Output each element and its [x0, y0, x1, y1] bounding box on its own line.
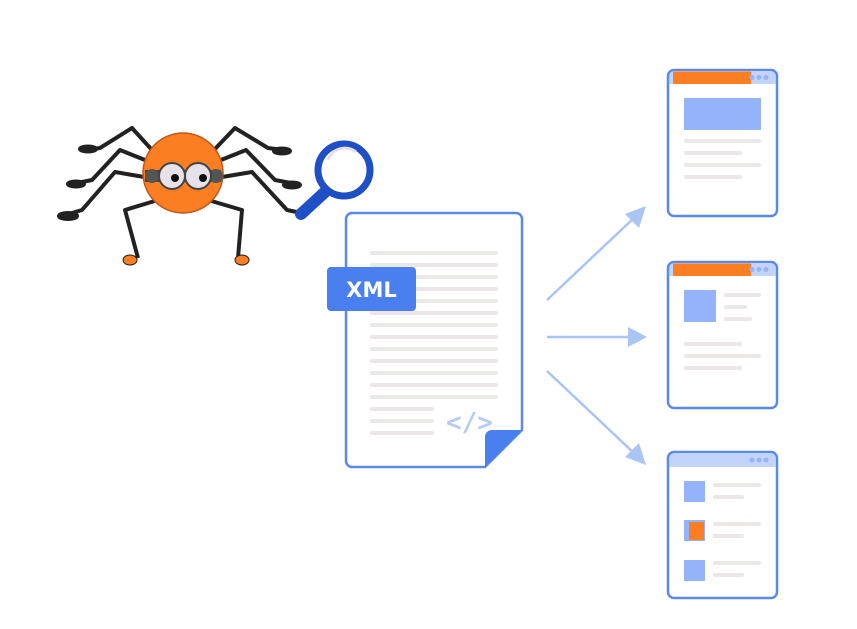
xml-badge-label: XML — [346, 278, 396, 302]
spider-foot — [234, 254, 250, 266]
arrow-head — [625, 206, 646, 228]
arrows — [546, 206, 647, 465]
arrow-icon — [546, 370, 637, 456]
magnifying-glass-icon — [295, 140, 374, 220]
arrow-head — [628, 327, 647, 347]
spider-eye — [184, 162, 212, 190]
spider-eye-hinge — [145, 169, 159, 183]
arrow-icon — [546, 215, 637, 301]
xml-document-icon: </> — [344, 211, 524, 469]
web-page-icon — [666, 68, 779, 218]
web-page-icon — [666, 260, 779, 410]
spider-foot — [122, 254, 138, 266]
web-page-icon — [666, 450, 779, 600]
spider-icon — [57, 126, 307, 259]
spider-eye-hinge — [209, 169, 223, 183]
spider-pupil — [171, 174, 179, 182]
spider-pupil — [199, 174, 207, 182]
code-icon: </> — [446, 408, 493, 438]
xml-badge — [327, 267, 416, 311]
arrow-head — [625, 443, 646, 465]
